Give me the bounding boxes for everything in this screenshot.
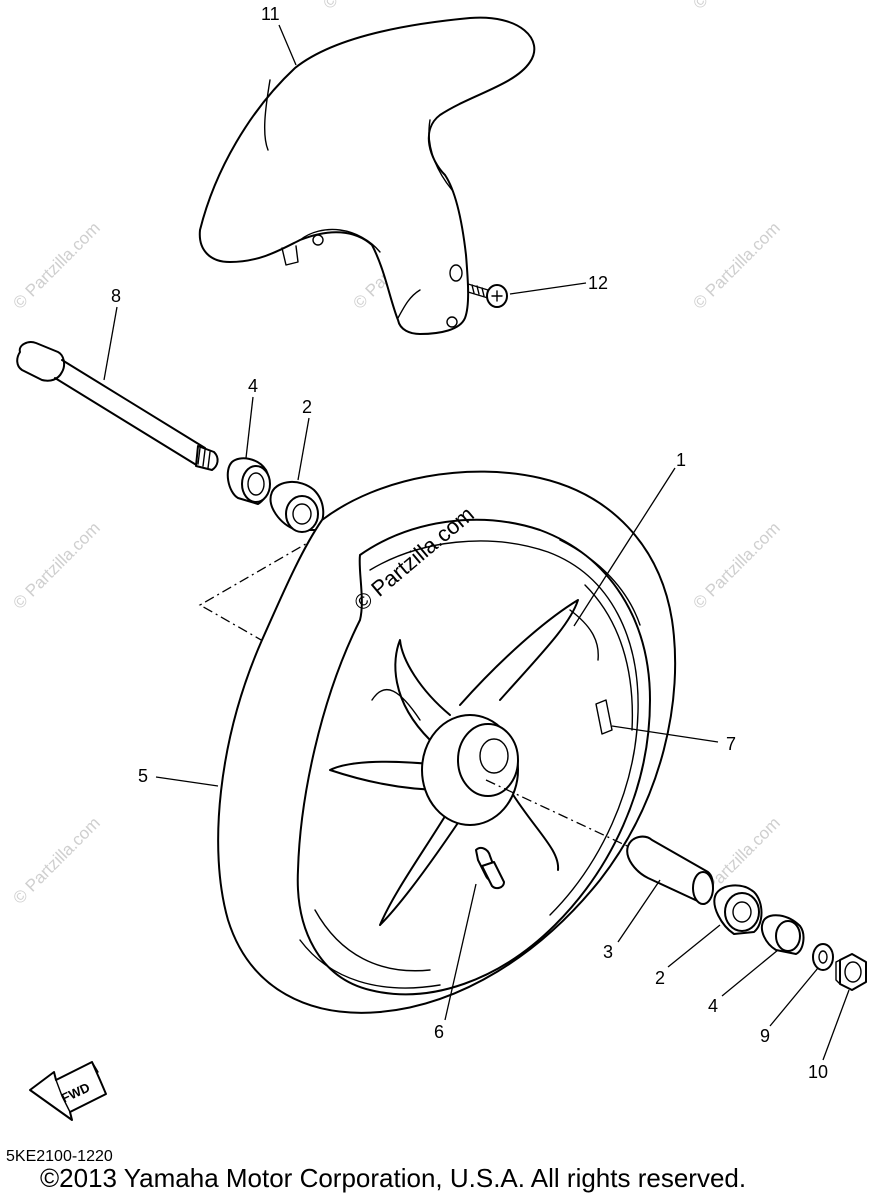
- callout-4[interactable]: 4: [708, 996, 718, 1016]
- callout-10[interactable]: 10: [808, 1062, 828, 1082]
- bearing-left[interactable]: [269, 481, 325, 533]
- watermark: © Partzilla.com: [689, 218, 783, 312]
- callout-12[interactable]: 12: [588, 273, 608, 293]
- callout-numbers: 11 12 8 4 2 1 7 5 3 2 4 6 9 10: [111, 4, 828, 1082]
- callout-2[interactable]: 2: [655, 968, 665, 988]
- leader-lines: [103, 24, 850, 1061]
- fender-screw[interactable]: [449, 264, 508, 308]
- front-fender[interactable]: [198, 16, 536, 335]
- axle-nut[interactable]: [835, 953, 867, 991]
- watermark: © Partzilla.com: [689, 518, 783, 612]
- callout-7[interactable]: 7: [726, 734, 736, 754]
- collar-left[interactable]: [226, 457, 271, 505]
- copyright-notice: ©2013 Yamaha Motor Corporation, U.S.A. A…: [40, 1163, 747, 1193]
- callout-2[interactable]: 2: [302, 397, 312, 417]
- front-wheel[interactable]: [217, 470, 677, 1014]
- callout-11[interactable]: 11: [261, 4, 280, 24]
- fwd-arrow-icon: FWD: [29, 1061, 107, 1121]
- watermark: © Partzilla.com: [319, 0, 413, 13]
- tire-label-sticker[interactable]: [595, 699, 613, 735]
- centerline-right: [485, 779, 641, 853]
- centerline-left: [198, 526, 336, 646]
- collar-right[interactable]: [760, 914, 805, 955]
- callout-8[interactable]: 8: [111, 286, 121, 306]
- washer[interactable]: [812, 943, 834, 971]
- watermark: © Partzilla.com: [9, 813, 103, 907]
- spacer[interactable]: [626, 835, 714, 905]
- callout-9[interactable]: 9: [760, 1026, 770, 1046]
- callout-1[interactable]: 1: [676, 450, 686, 470]
- watermark: © Partzilla.com: [689, 0, 783, 13]
- diagram-code: 5KE2100-1220: [6, 1148, 113, 1165]
- callout-4[interactable]: 4: [248, 376, 258, 396]
- callout-5[interactable]: 5: [138, 766, 148, 786]
- tire-valve[interactable]: [475, 847, 505, 890]
- front-axle[interactable]: [16, 341, 219, 471]
- bearing-right[interactable]: [713, 884, 763, 935]
- callout-6[interactable]: 6: [434, 1022, 444, 1042]
- callout-3[interactable]: 3: [603, 942, 613, 962]
- watermark: © Partzilla.com: [9, 218, 103, 312]
- watermark: © Partzilla.com: [9, 518, 103, 612]
